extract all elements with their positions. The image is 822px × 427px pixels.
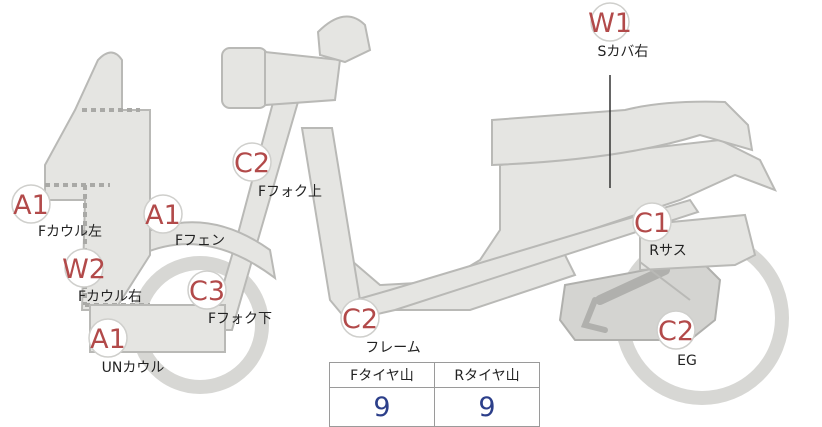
seat [491, 100, 754, 167]
rear-tire-header: Rタイヤ山 [434, 362, 540, 388]
grade-circle [88, 318, 128, 358]
grade-circle [590, 2, 630, 42]
tire-table-header-row: Fタイヤ山 Rタイヤ山 [329, 362, 540, 388]
engine-belt [595, 265, 670, 305]
badge-front-fork-lower: C3 Fフォク下 [187, 270, 272, 327]
front-tire-value: 9 [329, 387, 435, 427]
badge-engine: C2 EG [656, 310, 697, 369]
grade-text: W1 [588, 8, 632, 39]
rear-tire-value: 9 [434, 387, 540, 427]
frame-tube [300, 127, 362, 320]
badge-seat-cover-right: W1 Sカバ右 [588, 2, 649, 60]
badge-front-fender: A1 Fフェン [143, 194, 225, 249]
engine-unit [558, 258, 722, 341]
part-label: Rサス [649, 243, 686, 259]
front-cowl [44, 51, 151, 311]
tire-table-value-row: 9 9 [329, 387, 540, 427]
badge-front-cowl-right: W2 Fカウル右 [62, 248, 142, 305]
grade-text: C3 [189, 276, 225, 307]
part-label: Fフォク下 [208, 311, 272, 327]
badge-frame: C2 フレーム [340, 298, 421, 356]
grade-text: C2 [234, 148, 270, 179]
grade-circle [232, 142, 272, 182]
grade-text: C1 [634, 208, 670, 239]
part-label: UNカウル [102, 360, 165, 376]
grade-circle [143, 194, 183, 234]
headlight [221, 47, 268, 109]
badge-rear-shock: C1 Rサス [632, 202, 687, 259]
engine-hook [580, 297, 608, 333]
tire-tread-table: Fタイヤ山 Rタイヤ山 9 9 [329, 362, 540, 427]
part-label: Fフォク上 [258, 184, 322, 200]
part-label: Fフェン [175, 233, 225, 249]
grade-text: A1 [13, 190, 49, 221]
badge-under-cowl: A1 UNカウル [88, 318, 165, 376]
part-label: Fカウル右 [78, 289, 142, 305]
front-tire-header: Fタイヤ山 [329, 362, 435, 388]
part-label: Sカバ右 [598, 44, 649, 60]
part-label: フレーム [365, 340, 421, 356]
badge-front-fork-upper: C2 Fフォク上 [232, 142, 322, 200]
grade-circle [64, 248, 104, 288]
grade-text: C2 [658, 316, 694, 347]
grade-text: A1 [145, 200, 181, 231]
headlight-hood [264, 50, 342, 107]
grade-text: C2 [342, 304, 378, 335]
rear-shock-rod [639, 261, 691, 301]
part-label: EG [677, 353, 697, 369]
part-label: Fカウル左 [38, 224, 102, 240]
mirror [316, 15, 372, 64]
grade-circle [11, 184, 51, 224]
grade-circle [656, 310, 696, 350]
grade-circle [632, 202, 672, 242]
grade-text: W2 [62, 254, 106, 285]
badge-front-cowl-left: A1 Fカウル左 [11, 184, 102, 240]
grade-circle [340, 298, 380, 338]
grade-text: A1 [90, 324, 126, 355]
grade-circle [187, 270, 227, 310]
